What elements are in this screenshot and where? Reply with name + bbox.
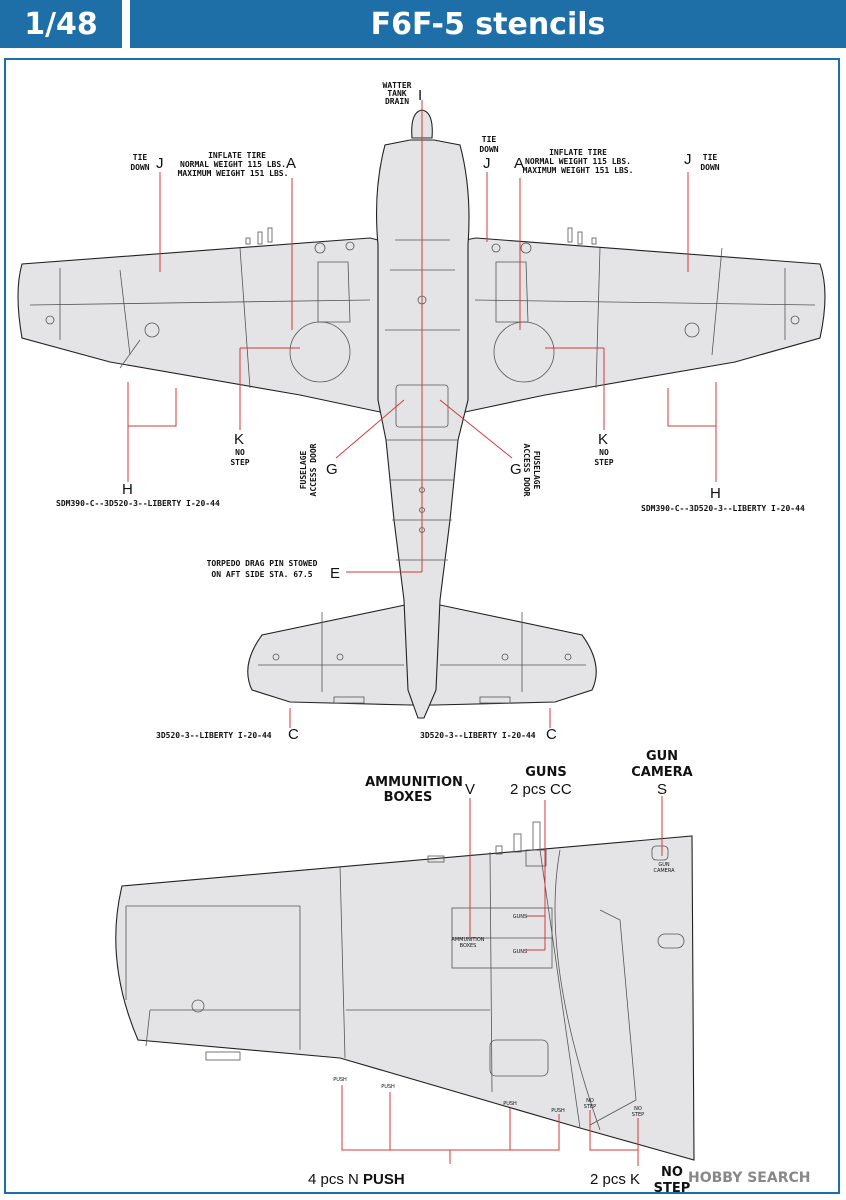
tie-down-right-1: TIE bbox=[703, 153, 718, 162]
tiny-push-3: PUSH bbox=[503, 1101, 517, 1107]
letter-V: V bbox=[465, 781, 475, 798]
tiny-ammo-1: AMMUNITION bbox=[451, 937, 484, 943]
tie-down-left-1: TIE bbox=[133, 153, 148, 162]
ammo-title-2: BOXES bbox=[384, 790, 433, 805]
fuselage-access-right-1: FUSELAGE bbox=[532, 451, 541, 490]
guns-title: GUNS bbox=[525, 765, 566, 780]
fuselage bbox=[375, 139, 470, 719]
guns-count: 2 pcs CC bbox=[510, 781, 572, 798]
tiny-nostep-2b: STEP bbox=[632, 1112, 644, 1118]
water-tank-label-3: DRAIN bbox=[385, 97, 409, 106]
diagram-frame bbox=[4, 58, 840, 1194]
no-step-big-1: NO bbox=[661, 1165, 683, 1180]
watermark: HOBBY SEARCH bbox=[688, 1170, 811, 1186]
tail-stencil-right: 3D520-3--LIBERTY I-20-44 bbox=[420, 731, 536, 740]
letter-J-mid: J bbox=[483, 155, 491, 172]
inflate-right-3: MAXIMUM WEIGHT 151 LBS. bbox=[523, 166, 634, 175]
no-step-left-2: STEP bbox=[230, 458, 249, 467]
letter-H-right: H bbox=[710, 485, 721, 502]
inflate-left-2: NORMAL WEIGHT 115 LBS. bbox=[180, 160, 286, 169]
tiny-push-1: PUSH bbox=[333, 1077, 347, 1083]
tie-down-mid-1: TIE bbox=[482, 135, 497, 144]
letter-A-left: A bbox=[286, 155, 296, 172]
tie-down-mid-2: DOWN bbox=[479, 145, 498, 154]
tiny-camera-2: CAMERA bbox=[653, 868, 675, 874]
torpedo-label-2: ON AFT SIDE STA. 67.5 bbox=[211, 570, 312, 579]
no-step-right-1: NO bbox=[599, 448, 609, 457]
inflate-left-3: MAXIMUM WEIGHT 151 LBS. bbox=[178, 169, 289, 178]
tiny-push-4: PUSH bbox=[551, 1108, 565, 1114]
tie-down-right-2: DOWN bbox=[700, 163, 719, 172]
no-step-count: 2 pcs K bbox=[590, 1171, 640, 1188]
letter-K-left: K bbox=[234, 431, 244, 448]
wing-detail-view bbox=[115, 821, 695, 1161]
wing-right bbox=[464, 237, 826, 413]
letter-E: E bbox=[330, 565, 340, 582]
letter-I: I bbox=[418, 87, 422, 104]
no-step-left-1: NO bbox=[235, 448, 245, 457]
tiny-nostep-2a: NO bbox=[634, 1106, 642, 1112]
water-tank-label-2: TANK bbox=[387, 89, 406, 98]
scale-label: 1/48 bbox=[0, 0, 122, 48]
letter-H-left: H bbox=[122, 481, 133, 498]
tiny-guns-1: GUNS bbox=[513, 914, 527, 920]
tie-down-left-2: DOWN bbox=[130, 163, 149, 172]
letter-C-left: C bbox=[288, 726, 299, 743]
tiny-nostep-1b: STEP bbox=[584, 1104, 596, 1110]
letter-A-right: A bbox=[514, 155, 524, 172]
sdm-stencil-left: SDM390-C--3D520-3--LIBERTY I-20-44 bbox=[56, 499, 220, 508]
wing-panel bbox=[115, 835, 695, 1161]
no-step-right-2: STEP bbox=[594, 458, 613, 467]
fuselage-access-left-2: ACCESS DOOR bbox=[309, 443, 318, 496]
gun-camera-title-1: GUN bbox=[646, 749, 678, 764]
fuselage-access-right-2: ACCESS DOOR bbox=[522, 444, 531, 497]
letter-J-left: J bbox=[156, 155, 164, 172]
tiny-nostep-1a: NO bbox=[586, 1098, 594, 1104]
tiny-camera-1: GUN bbox=[658, 862, 670, 868]
tiny-guns-2: GUNS bbox=[513, 949, 527, 955]
letter-S: S bbox=[657, 781, 667, 798]
leader-lines-top bbox=[127, 100, 717, 728]
no-step-big-2: STEP bbox=[654, 1181, 691, 1196]
ammo-title-1: AMMUNITION bbox=[365, 775, 463, 790]
wing-left bbox=[17, 237, 381, 413]
sdm-stencil-right: SDM390-C--3D520-3--LIBERTY I-20-44 bbox=[641, 504, 805, 513]
inflate-right-1: INFLATE TIRE bbox=[549, 148, 607, 157]
inflate-left-1: INFLATE TIRE bbox=[208, 151, 266, 160]
page-title: F6F-5 stencils bbox=[130, 0, 846, 48]
letter-C-right: C bbox=[546, 726, 557, 743]
letter-K-right: K bbox=[598, 431, 608, 448]
tail-stencil-left: 3D520-3--LIBERTY I-20-44 bbox=[156, 731, 272, 740]
letter-G-left: G bbox=[326, 461, 338, 478]
gun-camera-title-2: CAMERA bbox=[631, 765, 693, 780]
water-tank-label-1: WATTER bbox=[383, 81, 412, 90]
leader-lines-wing bbox=[341, 796, 663, 1166]
letter-J-right: J bbox=[684, 151, 692, 168]
torpedo-label-1: TORPEDO DRAG PIN STOWED bbox=[207, 559, 318, 568]
inflate-right-2: NORMAL WEIGHT 115 LBS. bbox=[525, 157, 631, 166]
fuselage-access-left-1: FUSELAGE bbox=[299, 451, 308, 490]
push-count: 4 pcs N PUSH bbox=[308, 1171, 405, 1188]
tiny-push-2: PUSH bbox=[381, 1084, 395, 1090]
letter-G-right: G bbox=[510, 461, 522, 478]
tiny-ammo-2: BOXES bbox=[460, 943, 477, 949]
